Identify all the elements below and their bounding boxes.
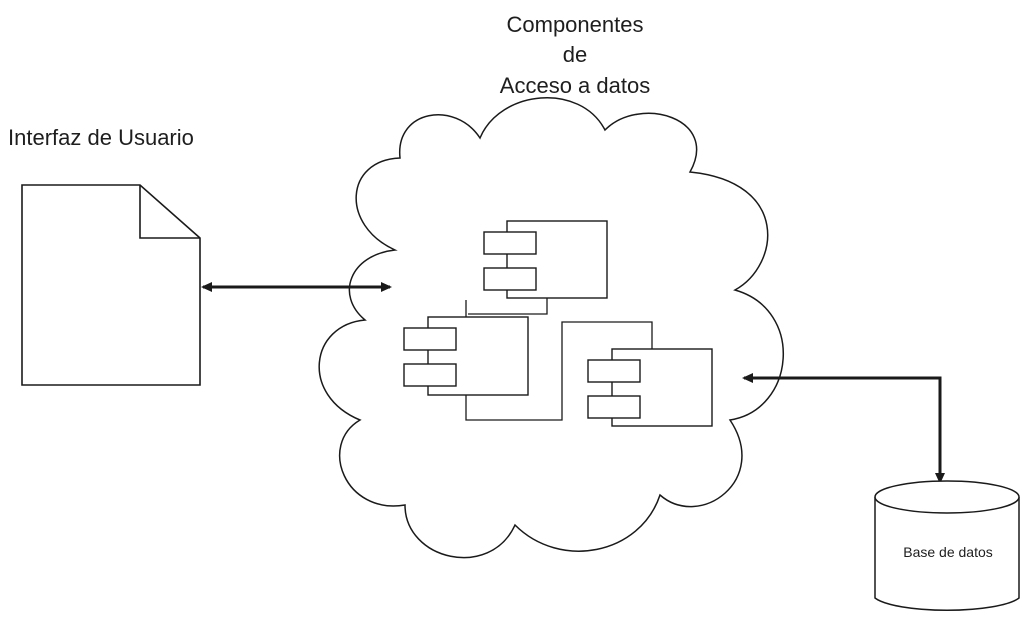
cloud-title-line-1: Componentes bbox=[506, 12, 644, 37]
cloud-to-database-arrow bbox=[742, 373, 945, 484]
component-left bbox=[403, 316, 529, 396]
component-top bbox=[483, 220, 608, 299]
user-interface-label: Interfaz de Usuario bbox=[8, 125, 194, 150]
cloud-title-line-3: Acceso a datos bbox=[499, 73, 651, 98]
cloud-title-line-2: de bbox=[562, 42, 588, 67]
component-right bbox=[587, 348, 713, 427]
component-connectors bbox=[465, 298, 653, 421]
database-label: Base de datos bbox=[903, 544, 993, 560]
database-icon bbox=[874, 480, 1020, 611]
data-access-cloud bbox=[318, 97, 784, 559]
user-interface-document-icon bbox=[21, 184, 201, 386]
